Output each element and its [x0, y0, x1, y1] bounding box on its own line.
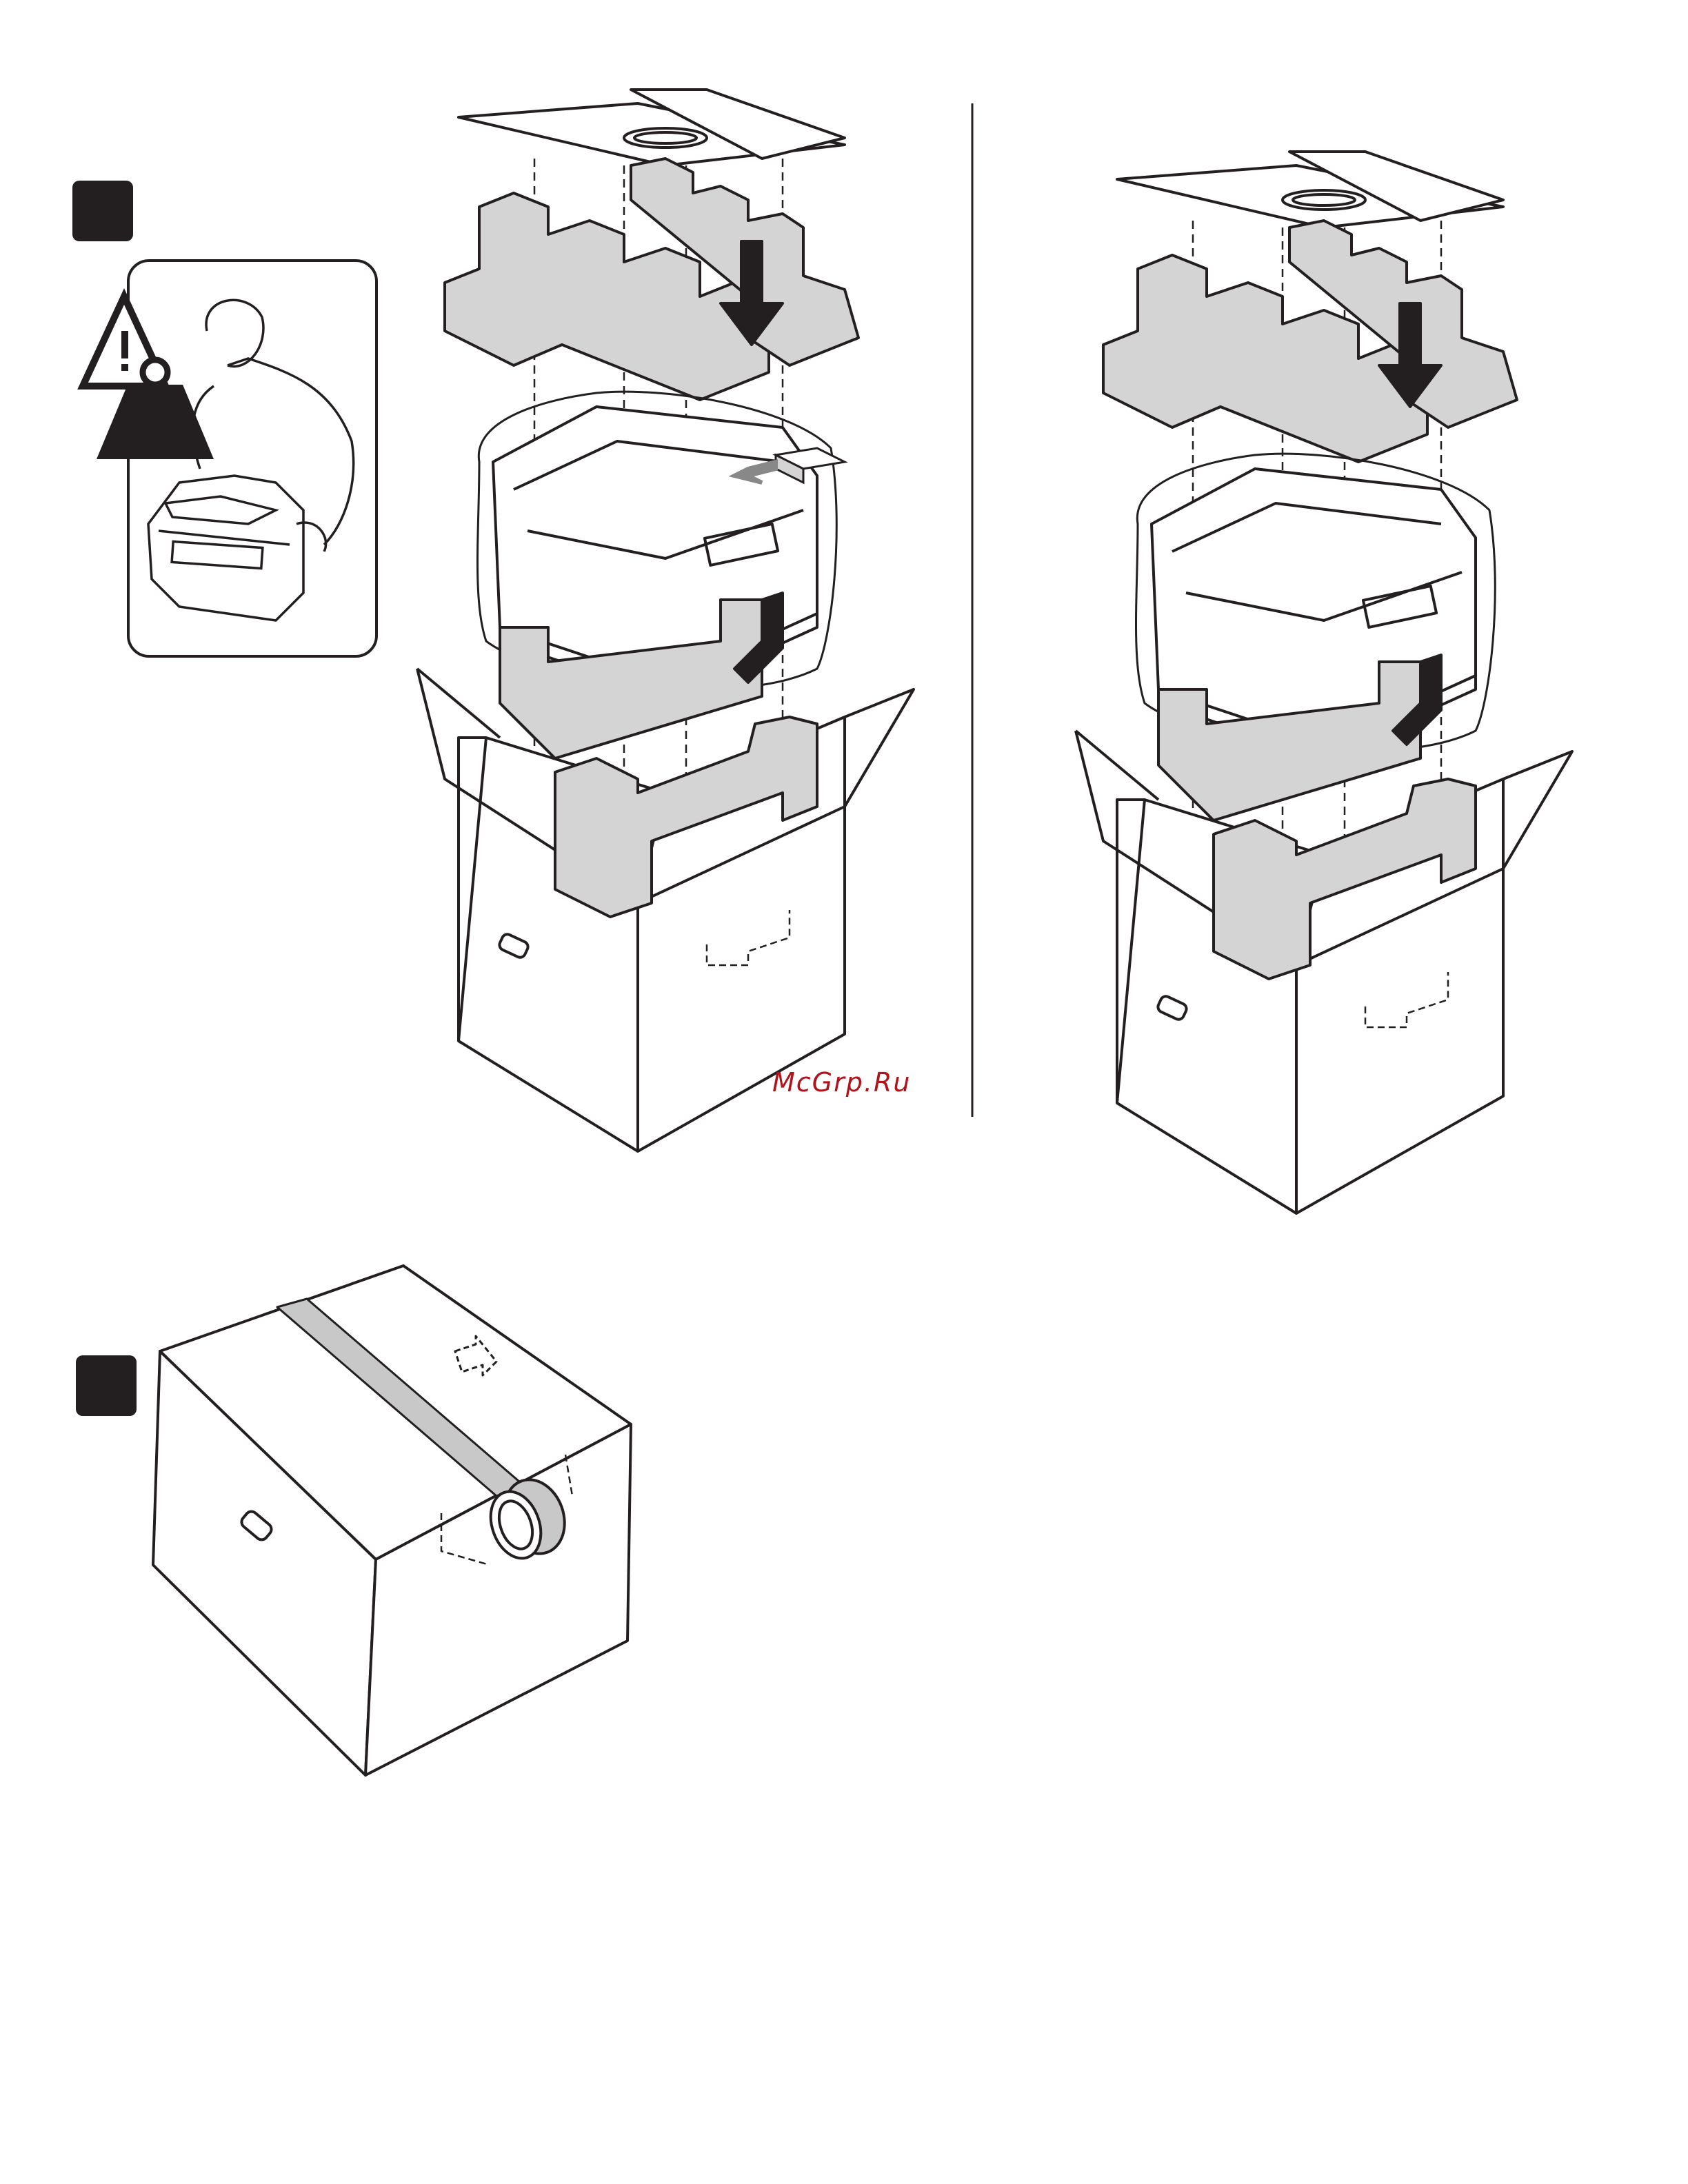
lifting-warning-panel	[83, 261, 376, 656]
sealed-box-illustration	[153, 1266, 631, 1775]
packing-panel-right	[1076, 152, 1572, 1213]
step-2-marker	[76, 1355, 137, 1416]
watermark-text: McGrp.Ru	[772, 1067, 911, 1098]
person-lifting-printer-icon	[148, 300, 354, 620]
packing-panel-left	[417, 90, 914, 1151]
step-1-marker	[72, 181, 133, 241]
